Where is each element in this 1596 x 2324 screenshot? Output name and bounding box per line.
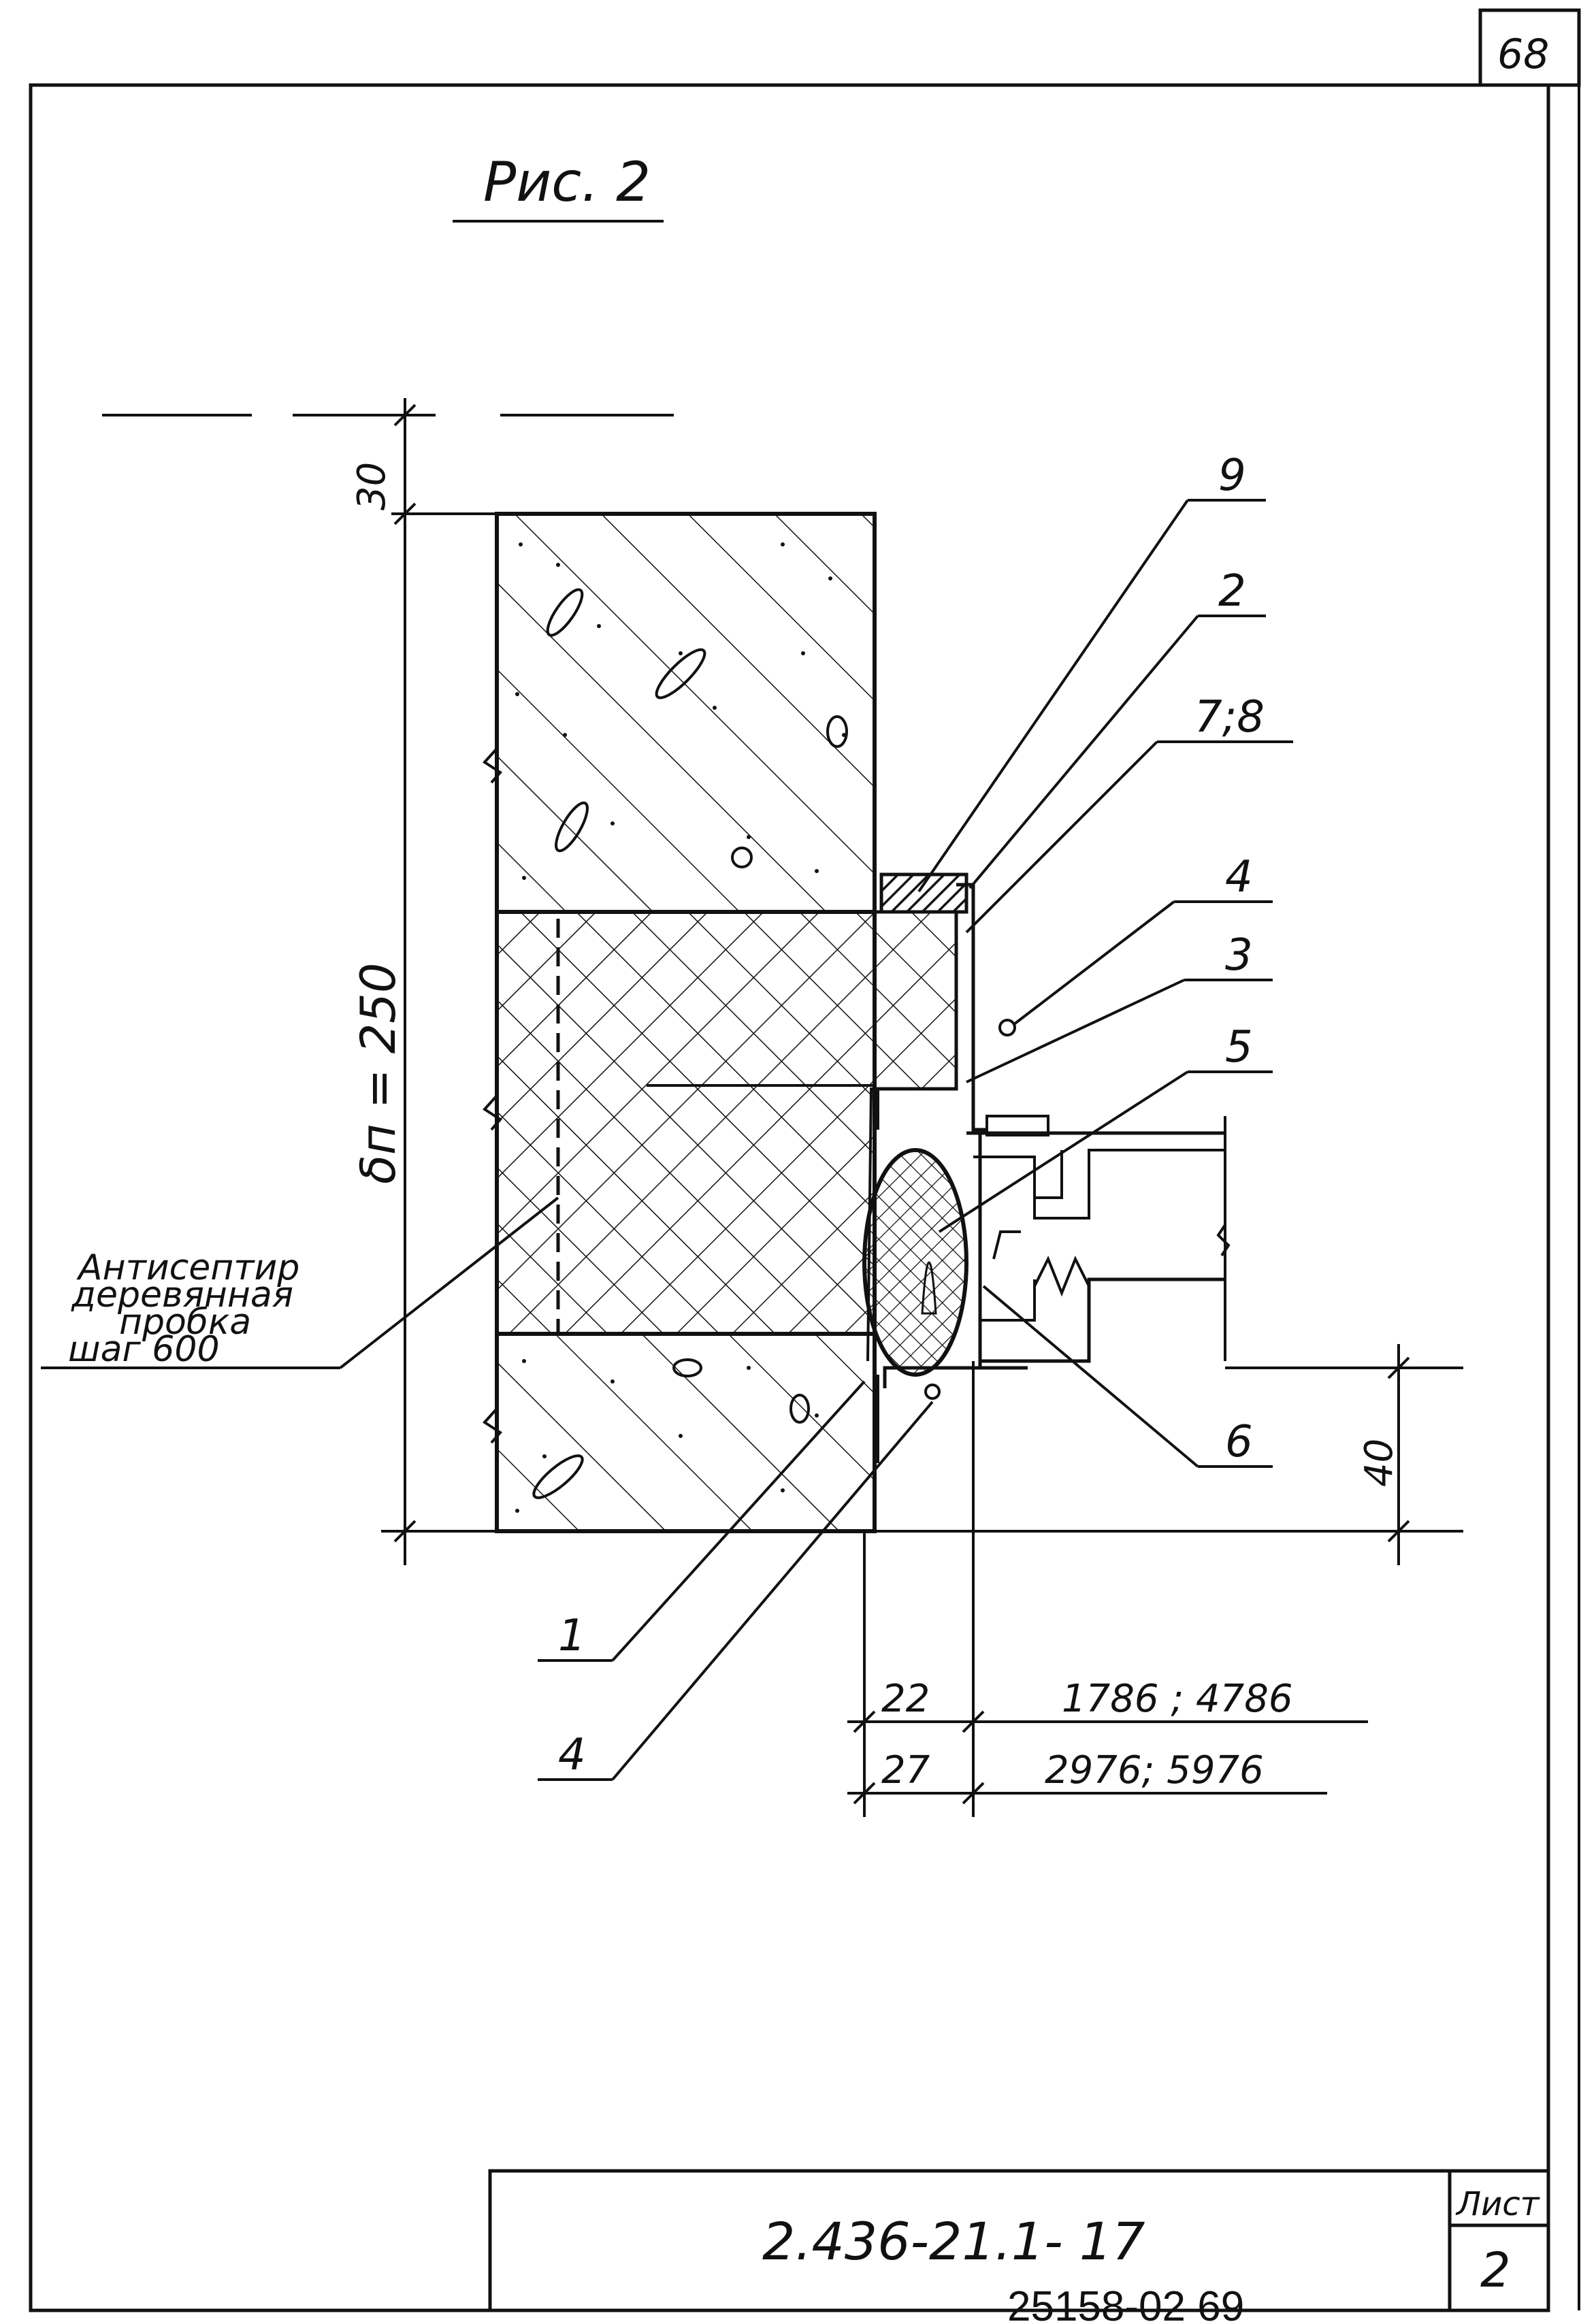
plug-note-line1: Антисептир [76, 1247, 299, 1288]
dim-row1-left: 22 [881, 1677, 930, 1721]
sealant-strip [879, 872, 968, 914]
dim-bottom-offset: 40 [1357, 1439, 1401, 1487]
title-block: 2.436-21.1- 17 Лист 2 [488, 2169, 1550, 2312]
dim-row2-right: 2976; 5976 [1045, 1748, 1264, 1793]
concrete-block-upper [495, 512, 877, 914]
callout-7-8: 7;8 [1194, 692, 1265, 742]
callout-5: 5 [1225, 1022, 1253, 1073]
callout-4-top: 4 [1225, 852, 1253, 902]
plug-note-line2: деревянная [71, 1275, 293, 1315]
page-number-box: 68 [1478, 8, 1581, 87]
callout-1: 1 [558, 1611, 586, 1661]
callout-4-bottom: 4 [558, 1730, 586, 1780]
callout-9: 9 [1218, 451, 1246, 501]
wooden-plug [866, 910, 958, 1362]
dim-row1-right: 1786 ; 4786 [1062, 1677, 1293, 1721]
callout-3: 3 [1225, 930, 1253, 981]
callout-6: 6 [1225, 1417, 1253, 1467]
callout-leaders [41, 499, 1293, 1781]
page-number: 68 [1497, 31, 1549, 78]
sheet-number: 2 [1480, 2242, 1511, 2298]
figure-title: Рис. 2 [483, 150, 651, 214]
archive-number: 25158-02 69 [1007, 2283, 1244, 2324]
plug-note: Антисептир деревянная пробка шаг 600 [68, 1247, 299, 1370]
dim-row2-left: 27 [881, 1748, 930, 1793]
concrete-block-lower [495, 1332, 877, 1533]
sheet-label: Лист [1455, 2185, 1541, 2223]
plug-note-line3: пробка [119, 1302, 251, 1343]
doc-code: 2.436-21.1- 17 [762, 2211, 1145, 2272]
foam-seal [862, 1148, 968, 1377]
plug-note-line4: шаг 600 [68, 1329, 220, 1370]
insulation-layer [495, 910, 877, 1336]
dimension-lines [381, 398, 1463, 1817]
dim-wall-thickness: δп = 250 [351, 963, 406, 1184]
callout-2: 2 [1218, 566, 1246, 617]
window-frame-profile [966, 1115, 1231, 1368]
dim-top-offset: 30 [350, 462, 394, 510]
